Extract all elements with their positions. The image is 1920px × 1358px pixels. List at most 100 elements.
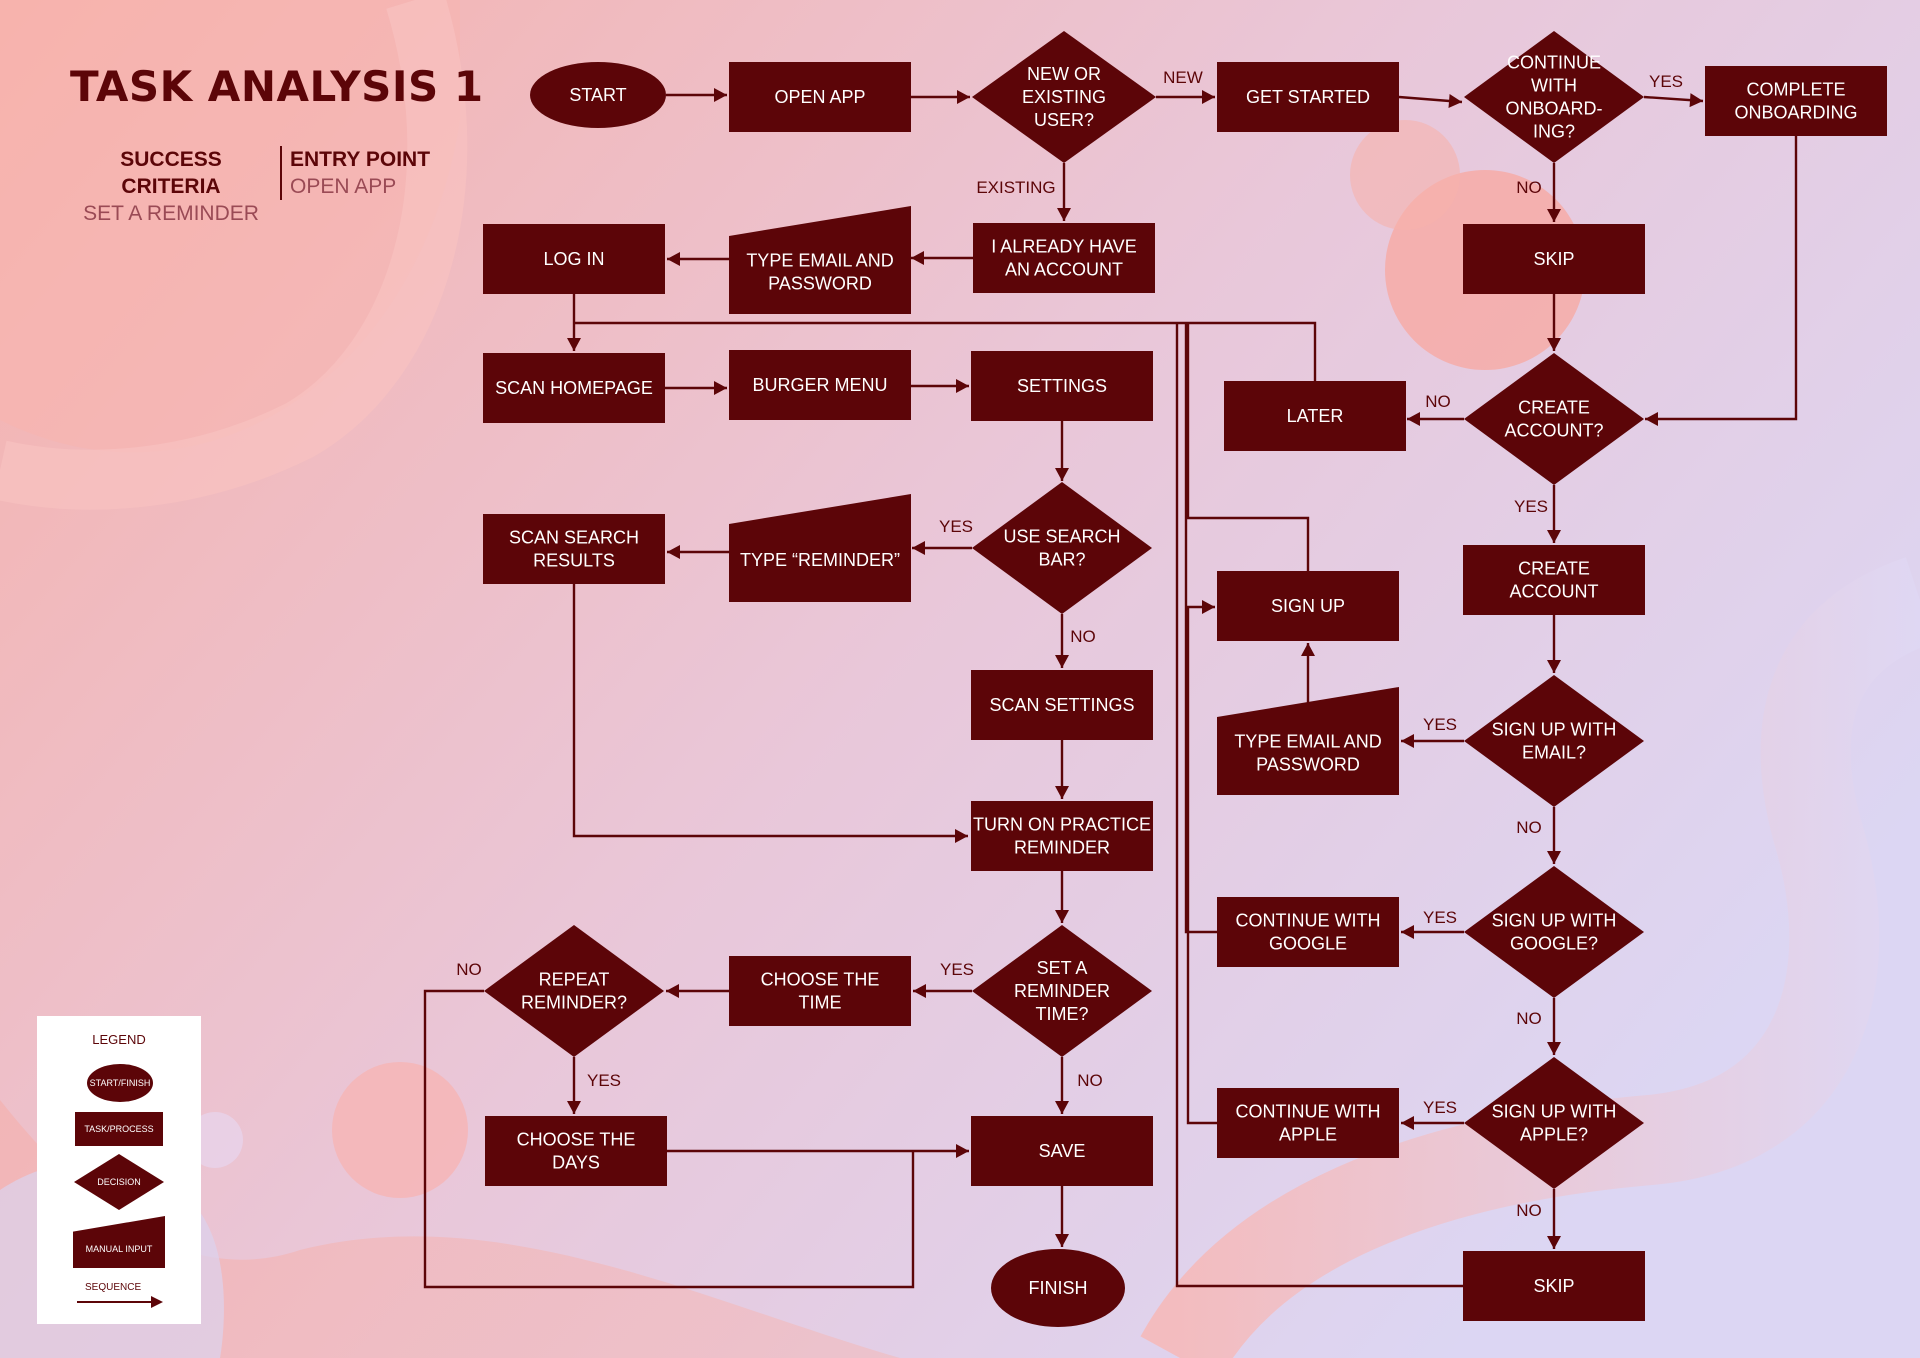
node-scan-settings: SCAN SETTINGS [971,670,1153,740]
node-shape [483,353,665,423]
edge-label-no: NO [1077,1071,1103,1090]
node-label: SCAN HOMEPAGE [495,378,653,398]
node-shape [1705,66,1887,136]
edge-38 [423,989,915,1289]
edge-label-yes: YES [1423,715,1457,734]
edge-label-no: NO [456,960,482,979]
node-skip-onboarding: SKIP [1463,224,1645,294]
node-log-in: LOG IN [483,224,665,294]
legend-decision-label: DECISION [97,1177,141,1187]
node-shape [483,514,665,584]
success-criteria-value: SET A REMINDER [83,202,259,225]
edge-label-yes: YES [1423,908,1457,927]
arrowhead-27 [1401,925,1414,939]
node-skip-signup: SKIP [1463,1251,1645,1321]
node-label: SAVE [1039,1141,1086,1161]
node-shape [971,1116,1153,1186]
arrowhead-10 [1645,412,1658,426]
arrowhead-33 [666,984,679,998]
edge-label-yes: YES [587,1071,621,1090]
node-sign-up: SIGN UP [1217,571,1399,641]
arrowhead-23 [1547,660,1561,673]
arrowhead-42 [1202,600,1215,614]
arrowhead-15 [1407,412,1420,426]
node-shape [1463,545,1645,615]
arrowhead-30 [1547,1236,1561,1249]
arrowhead-22 [1055,786,1069,799]
node-label: BURGER MENU [752,375,887,395]
legend-start-finish-label: START/FINISH [89,1078,151,1088]
node-label: SKIP [1533,249,1574,269]
node-shape [1463,224,1645,294]
node-burger-menu: BURGER MENU [729,350,911,420]
arrowhead-25 [1301,643,1315,656]
node-shape [729,956,911,1026]
arrowhead-11 [567,338,581,351]
arrowhead-0 [714,88,727,102]
node-shape [729,206,911,314]
node-shape [1464,31,1644,163]
arrowhead-1 [957,90,970,104]
edge-label-yes: YES [1649,72,1683,91]
legend-manual-input-label: MANUAL INPUT [85,1244,153,1254]
node-shape [972,925,1152,1057]
arrowhead-28 [1547,1042,1561,1055]
node-shape [1217,1088,1399,1158]
node-shape [971,670,1153,740]
node-save: SAVE [971,1116,1153,1186]
node-shape [973,223,1155,293]
node-settings: SETTINGS [971,351,1153,421]
arrowhead-19 [667,545,680,559]
node-label: GET STARTED [1246,87,1370,107]
arrowhead-9 [1547,338,1561,351]
edge-41 [1184,323,1217,934]
edge-label-new: NEW [1163,68,1203,87]
node-shape [1464,1057,1644,1189]
node-shape [1217,571,1399,641]
arrowhead-26 [1547,851,1561,864]
edge-label-yes: YES [939,517,973,536]
node-shape [1217,897,1399,967]
edge-label-yes: YES [1423,1098,1457,1117]
node-scan-homepage: SCAN HOMEPAGE [483,353,665,423]
arrowhead-34 [567,1101,581,1114]
node-shape [483,224,665,294]
legend-manual-input-symbol: MANUAL INPUT [73,1216,165,1268]
arrowhead-29 [1401,1116,1414,1130]
node-label: FINISH [1028,1278,1087,1298]
success-criteria: SUCCESS CRITERIA SET A REMINDER [68,146,274,227]
arrowhead-5 [1057,208,1071,221]
node-label: START [569,85,626,105]
legend: LEGEND START/FINISH TASK/PROCESS DECISIO… [37,1016,201,1324]
node-shape [991,1249,1125,1327]
node-shape [971,351,1153,421]
node-later: LATER [1224,381,1406,451]
edge-16 [574,321,1317,381]
arrowhead-35 [956,1144,969,1158]
